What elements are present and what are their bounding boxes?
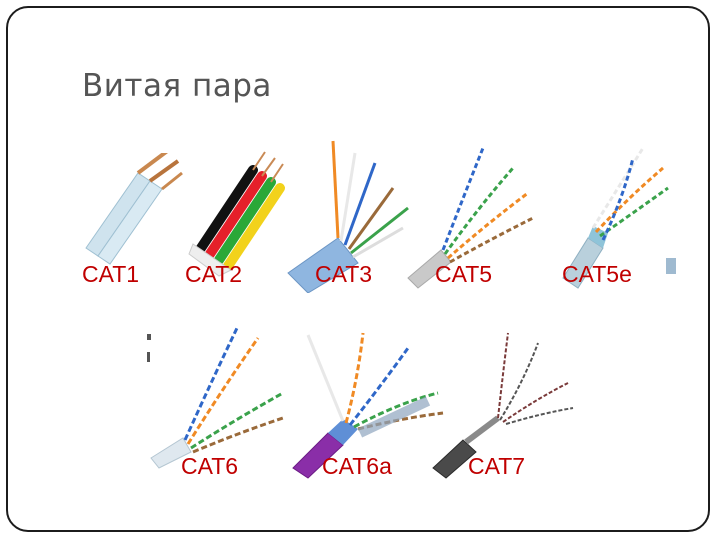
cable-label-cat5: CAT5 [435,261,493,287]
slide-title: Витая пара [82,68,272,104]
cable-cat7: CAT7 [428,328,578,483]
cable-cat6: CAT6 [143,318,293,483]
cable-label-cat7: CAT7 [468,453,526,479]
sftp-cat7-cable-icon [432,332,574,479]
flat-four-wire-color-cable-icon [188,151,285,277]
cable-label-cat3: CAT3 [315,261,373,287]
utp-cat6-cable-icon [147,325,284,469]
utp-cat5-cable-icon [407,147,534,289]
cable-label-cat6a: CAT6a [322,453,392,479]
ftp-cat5e-cable-icon [562,147,676,289]
sftp-cat6a-cable-icon [292,332,444,479]
cable-cat1: CAT1 [78,153,183,293]
cable-cat2: CAT2 [183,148,293,293]
cable-label-cat5e: CAT5e [562,261,632,287]
cable-label-cat1: CAT1 [82,261,140,287]
cable-cat5: CAT5 [403,138,538,293]
cable-cat6a: CAT6a [288,323,448,483]
cable-label-cat6: CAT6 [181,453,239,479]
slide-frame: Витая пара CAT1 CAT2 [6,6,710,532]
flat-two-wire-cable-icon [85,153,183,265]
cable-label-cat2: CAT2 [185,261,243,287]
cable-cat5e: CAT5e [548,138,678,293]
utp-cat3-cable-icon [287,140,409,293]
cable-cat3: CAT3 [283,133,418,293]
